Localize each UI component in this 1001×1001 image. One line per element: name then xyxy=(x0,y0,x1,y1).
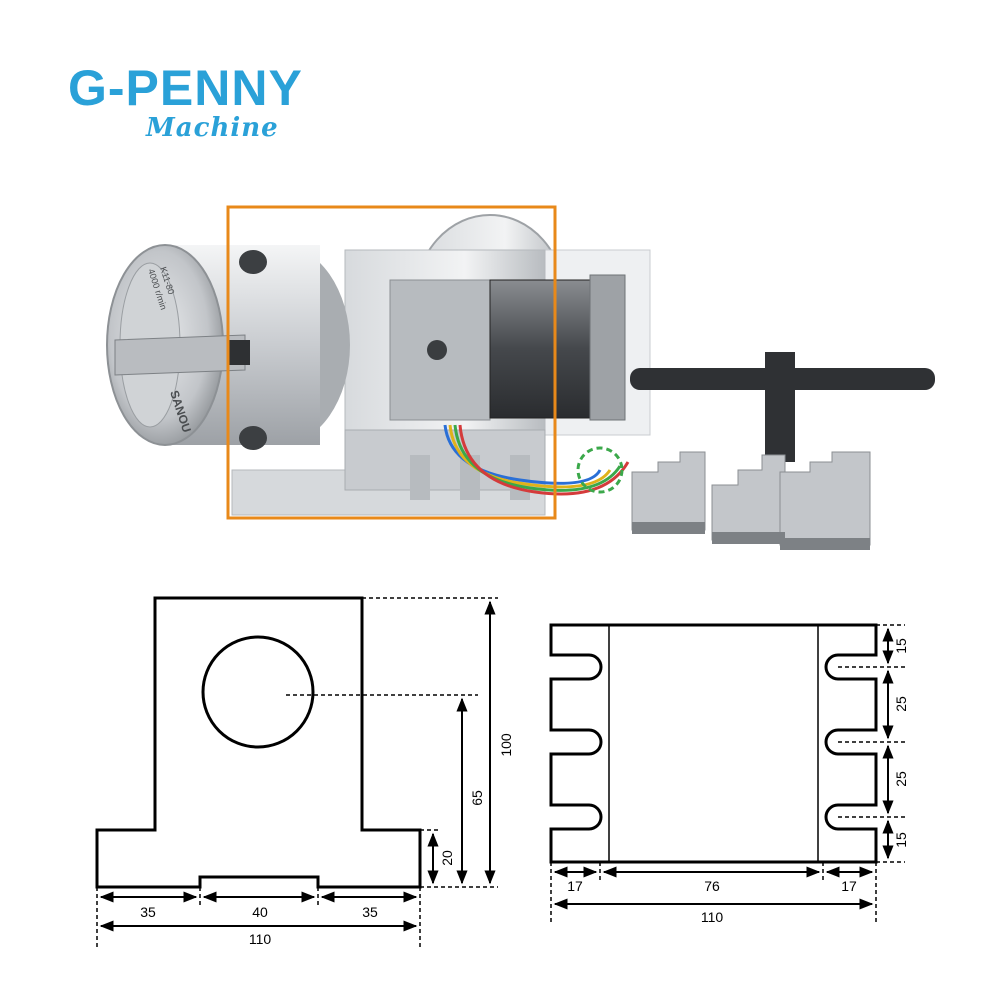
front-bore xyxy=(201,635,315,749)
brand-logo: G-PENNY Machine xyxy=(68,58,303,143)
dim-side-right: 17 xyxy=(841,878,857,894)
dim-center-gap: 40 xyxy=(252,904,268,920)
front-outline xyxy=(95,596,422,889)
dim-side-middle: 76 xyxy=(704,878,720,894)
motor-wires xyxy=(443,424,602,485)
chuck-hole-bottom xyxy=(239,426,267,450)
highlight-frame xyxy=(226,205,557,520)
dim-base-height: 20 xyxy=(439,850,455,866)
brand-subtitle: Machine xyxy=(146,113,279,143)
dim-side-top: 15 xyxy=(893,638,909,654)
chuck-jaw xyxy=(114,334,246,376)
dim-side-total-width: 110 xyxy=(701,909,724,925)
spare-jaws xyxy=(631,451,871,550)
brand-name: G-PENNY xyxy=(68,60,303,116)
chuck-key-shaft xyxy=(765,352,795,462)
dim-side-bottom: 15 xyxy=(893,832,909,848)
side-outline xyxy=(549,623,878,864)
motor-shaft xyxy=(427,340,447,360)
dim-right-foot: 35 xyxy=(362,904,378,920)
chuck-hole-top xyxy=(239,250,267,274)
dim-side-slot1: 25 xyxy=(893,696,909,712)
dim-left-foot: 35 xyxy=(140,904,156,920)
dim-side-left: 17 xyxy=(567,878,583,894)
front-view-drawing: 100 65 20 35 40 35 110 xyxy=(95,596,514,950)
dim-total-height: 100 xyxy=(498,733,514,757)
dim-center-height: 65 xyxy=(469,790,485,806)
dim-side-slot2: 25 xyxy=(893,771,909,787)
dim-total-width: 110 xyxy=(249,931,272,947)
side-view-drawing: 15 25 25 15 17 76 17 110 xyxy=(549,623,909,925)
